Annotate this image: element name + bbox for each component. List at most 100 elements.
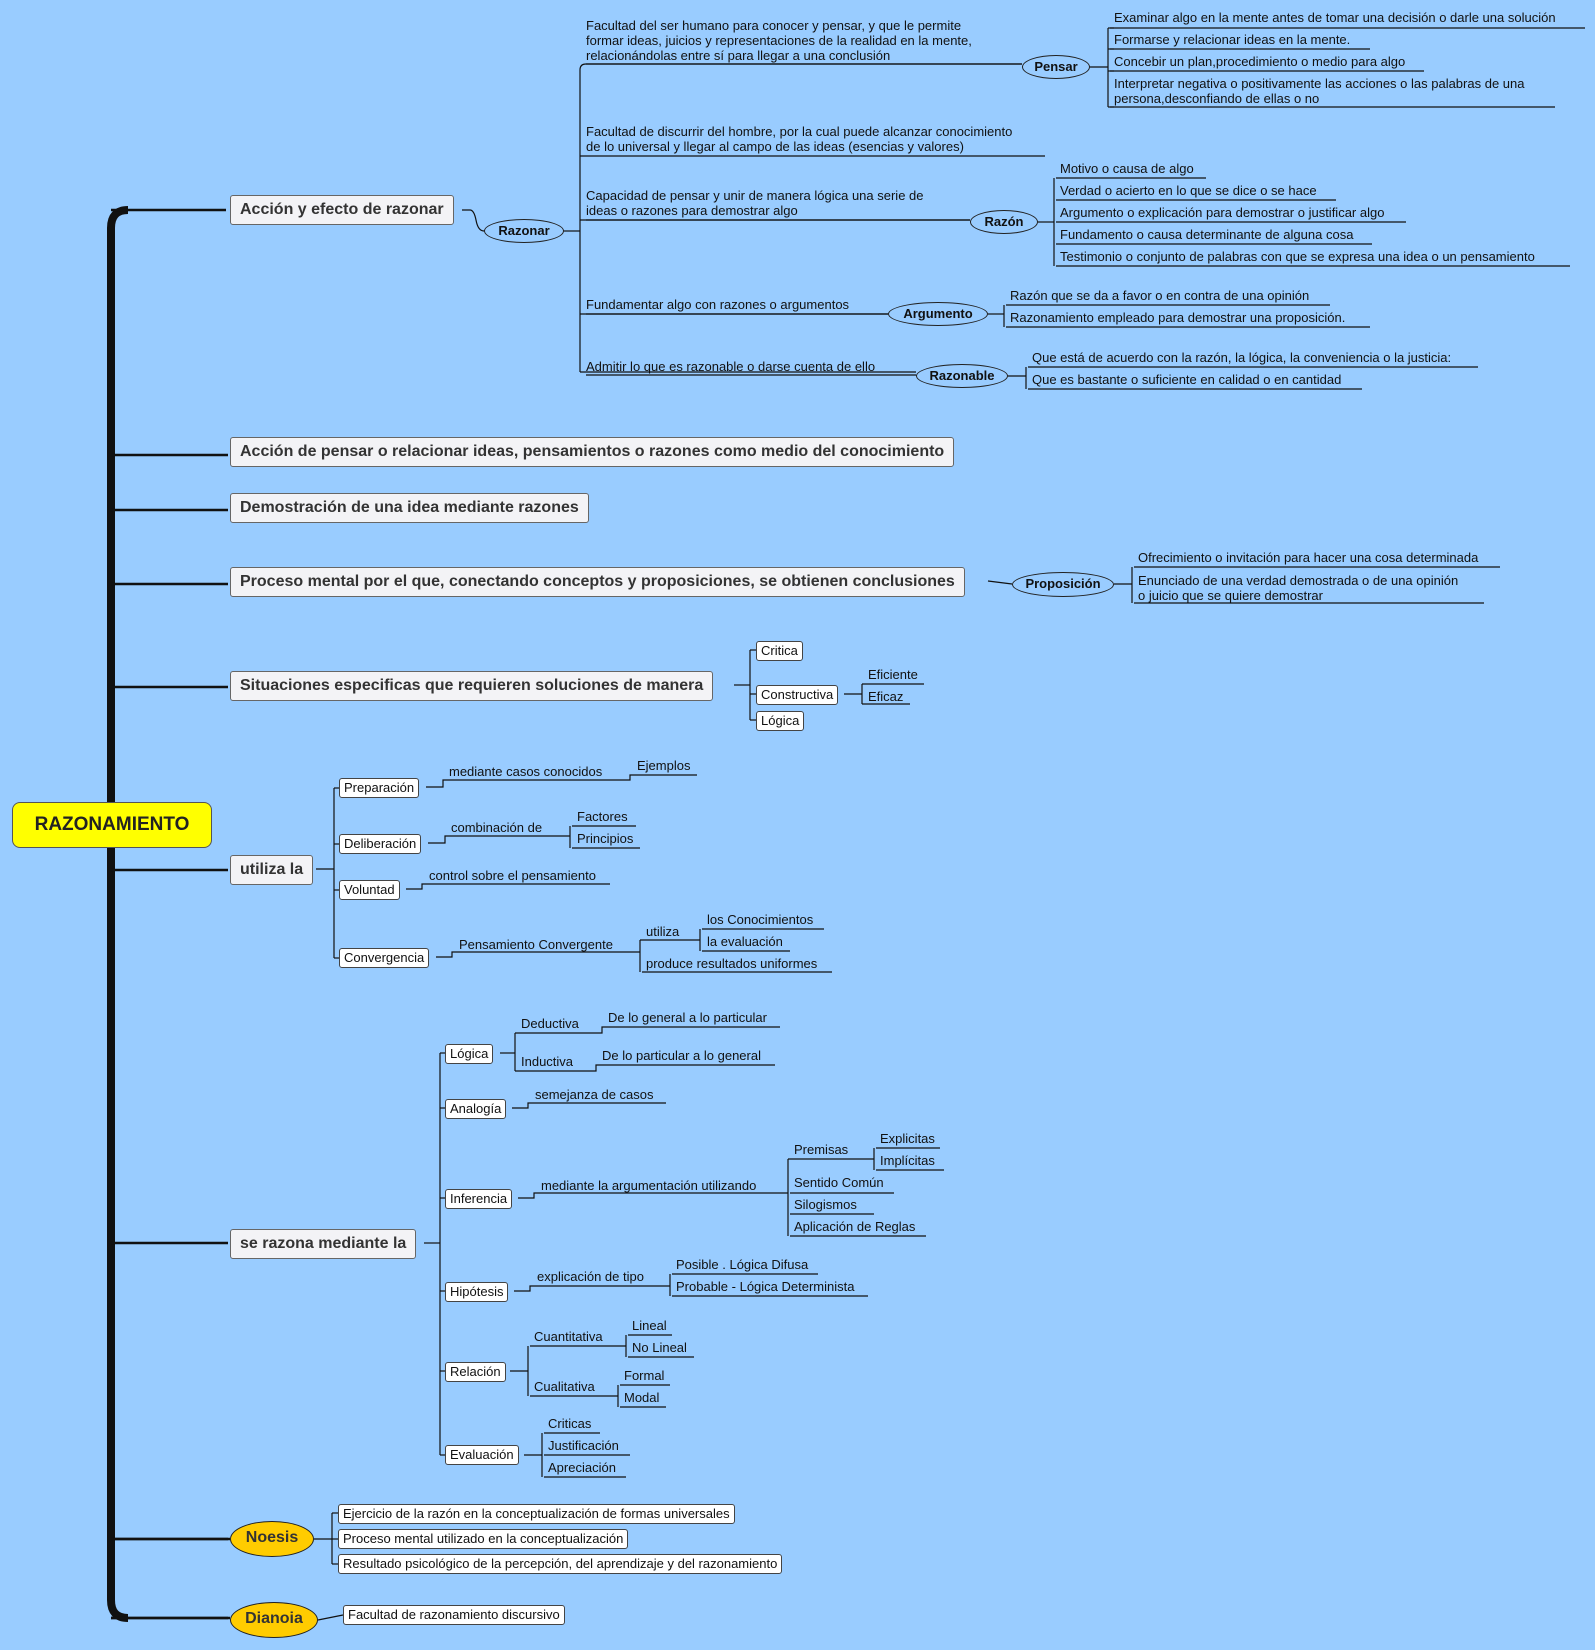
pensar-item-4: Interpretar negativa o positivamente las… (1114, 76, 1525, 91)
deductiva-label: Deductiva (521, 1016, 579, 1031)
razonable-item-2: Que es bastante o suficiente en calidad … (1032, 372, 1342, 387)
connector (514, 1285, 670, 1292)
razon-node[interactable]: Razón (970, 210, 1038, 234)
pensar-item-3: Concebir un plan,procedimiento o medio p… (1114, 54, 1406, 69)
no-lineal-label: No Lineal (632, 1340, 687, 1355)
voluntad-node[interactable]: Voluntad (339, 880, 400, 900)
branch-accion-pensar[interactable]: Acción de pensar o relacionar ideas, pen… (230, 437, 955, 467)
noesis-item-2[interactable]: Proceso mental utilizado en la conceptua… (338, 1529, 629, 1549)
connector (515, 1026, 780, 1034)
inductiva-label: Inductiva (521, 1054, 574, 1069)
dianoia-item-1[interactable]: Facultad de razonamiento discursivo (343, 1605, 565, 1625)
razon-item-3: Argumento o explicación para demostrar o… (1060, 205, 1385, 220)
razon-item-1: Motivo o causa de algo (1060, 161, 1194, 176)
convergencia-node[interactable]: Convergencia (339, 948, 430, 968)
produce-label: produce resultados uniformes (646, 956, 818, 971)
conocimientos-label: los Conocimientos (707, 912, 814, 927)
root-trunk (107, 206, 129, 1622)
noesis-item-3[interactable]: Resultado psicológico de la percepción, … (338, 1554, 783, 1574)
apreciacion-label: Apreciación (548, 1460, 616, 1475)
connector (406, 883, 610, 890)
logica-razona-node[interactable]: Lógica (445, 1044, 494, 1064)
razonar-def-3b: ideas o razones para demostrar algo (586, 203, 798, 218)
branch-razona[interactable]: se razona mediante la (230, 1229, 417, 1259)
razonar-def-2: Facultad de discurrir del hombre, por la… (586, 124, 1013, 139)
lineal-label: Lineal (632, 1318, 667, 1333)
evaluacion-node[interactable]: Evaluación (445, 1445, 519, 1465)
root-node[interactable]: RAZONAMIENTO (12, 802, 212, 848)
razonar-def-1c: relacionándolas entre sí para llegar a u… (586, 48, 891, 63)
proposicion-item-2b: o juicio que se quiere demostrar (1138, 588, 1323, 603)
noesis-node[interactable]: Noesis (230, 1521, 314, 1557)
semejanza-label: semejanza de casos (535, 1087, 654, 1102)
proposicion-item-2: Enunciado de una verdad demostrada o de … (1138, 573, 1459, 588)
noesis-item-1[interactable]: Ejercicio de la razón en la conceptualiz… (338, 1504, 735, 1524)
connector (436, 951, 640, 958)
premisas-label: Premisas (794, 1142, 849, 1157)
factores-label: Factores (577, 809, 628, 824)
explicitas-label: Explicitas (880, 1131, 935, 1146)
relacion-node[interactable]: Relación (445, 1362, 506, 1382)
branch-situaciones[interactable]: Situaciones especificas que requieren so… (230, 671, 714, 701)
connector (512, 1102, 666, 1109)
razonable-node[interactable]: Razonable (916, 364, 1008, 388)
razonar-def-1b: formar ideas, juicios y representaciones… (586, 33, 972, 48)
preparacion-node[interactable]: Preparación (339, 778, 420, 798)
proposicion-node[interactable]: Proposición (1012, 572, 1114, 597)
argumento-item-2: Razonamiento empleado para demostrar una… (1010, 310, 1346, 325)
branch-utiliza[interactable]: utiliza la (230, 855, 314, 885)
connector (426, 774, 697, 788)
principios-label: Principios (577, 831, 634, 846)
connector (518, 1192, 788, 1199)
combinacion-label: combinación de (451, 820, 543, 835)
argumentacion-label: mediante la argumentación utilizando (541, 1178, 757, 1193)
argumento-node[interactable]: Argumento (888, 302, 988, 326)
branch-accion-razonar[interactable]: Acción y efecto de razonar (230, 195, 454, 225)
posible-label: Posible . Lógica Difusa (676, 1257, 809, 1272)
connector (515, 1064, 775, 1072)
inductiva-text: De lo particular a lo general (602, 1048, 761, 1063)
branch-proceso[interactable]: Proceso mental por el que, conectando co… (230, 567, 965, 597)
reglas-label: Aplicación de Reglas (794, 1219, 916, 1234)
pensar-item-2: Formarse y relacionar ideas en la mente. (1114, 32, 1351, 47)
pensar-item-1: Examinar algo en la mente antes de tomar… (1114, 10, 1556, 25)
pensamiento-convergente-label: Pensamiento Convergente (459, 937, 613, 952)
cuantitativa-label: Cuantitativa (534, 1329, 603, 1344)
argumento-item-1: Razón que se da a favor o en contra de u… (1010, 288, 1310, 303)
constructiva-node[interactable]: Constructiva (756, 685, 839, 705)
probable-label: Probable - Lógica Determinista (676, 1279, 855, 1294)
connector (987, 580, 1013, 585)
explicacion-label: explicación de tipo (537, 1269, 644, 1284)
logica-node[interactable]: Lógica (756, 711, 805, 731)
dianoia-node[interactable]: Dianoia (230, 1602, 318, 1638)
connector (317, 1614, 344, 1621)
modal-label: Modal (624, 1390, 660, 1405)
utiliza-label: utiliza (646, 924, 680, 939)
razonar-def-3: Capacidad de pensar y unir de manera lóg… (586, 188, 924, 203)
pensar-node[interactable]: Pensar (1022, 55, 1090, 79)
eficaz-label: Eficaz (868, 689, 904, 704)
cualitativa-label: Cualitativa (534, 1379, 595, 1394)
connector (579, 63, 1022, 71)
inferencia-node[interactable]: Inferencia (445, 1189, 513, 1209)
deductiva-text: De lo general a lo particular (608, 1010, 767, 1025)
razon-item-4: Fundamento o causa determinante de algun… (1060, 227, 1354, 242)
control-label: control sobre el pensamiento (429, 868, 596, 883)
branch-demostracion[interactable]: Demostración de una idea mediante razone… (230, 493, 589, 523)
sentido-comun-label: Sentido Común (794, 1175, 884, 1190)
razonar-def-4: Fundamentar algo con razones o argumento… (586, 297, 850, 312)
connector (462, 209, 485, 232)
casos-label: mediante casos conocidos (449, 764, 603, 779)
justificacion-label: Justificación (548, 1438, 619, 1453)
analogia-node[interactable]: Analogía (445, 1099, 507, 1119)
evaluacion-label: la evaluación (707, 934, 783, 949)
razon-item-2: Verdad o acierto en lo que se dice o se … (1060, 183, 1317, 198)
critica-node[interactable]: Critica (756, 641, 803, 661)
criticas-label: Criticas (548, 1416, 592, 1431)
hipotesis-node[interactable]: Hipótesis (445, 1282, 509, 1302)
deliberacion-node[interactable]: Deliberación (339, 834, 422, 854)
connector (428, 835, 570, 844)
implicitas-label: Implícitas (880, 1153, 935, 1168)
razonar-node[interactable]: Razonar (484, 219, 564, 243)
